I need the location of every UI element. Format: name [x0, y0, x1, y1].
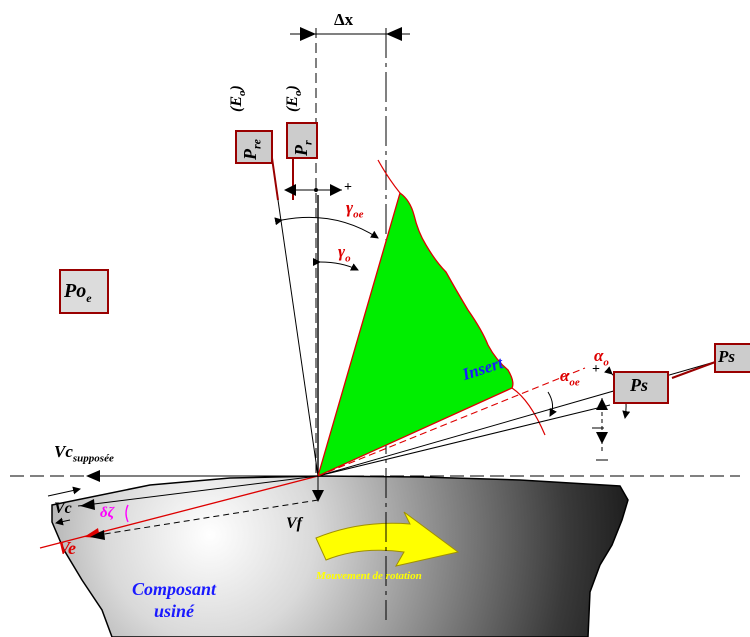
ve-label: Ve — [58, 538, 76, 558]
ps-plane-line — [317, 404, 611, 477]
tag-ps-e — [714, 343, 750, 373]
pre-plane-line — [277, 199, 319, 477]
pre-rotated-text: (Eo) — [228, 85, 249, 112]
tag-po-e — [59, 269, 109, 314]
cutting-insert — [316, 191, 514, 478]
plus-sign-right: + — [592, 362, 600, 377]
tag-pre — [235, 130, 273, 164]
vc-label: Vc — [54, 500, 72, 517]
po-e-label: Poe — [64, 280, 92, 305]
delta-x-dimension — [290, 27, 410, 41]
rotation-label: Mouvement de rotation — [316, 570, 422, 582]
alpha-oe-arc — [547, 391, 557, 417]
ps-label: Ps — [630, 375, 648, 395]
plus-sign-top: + — [344, 180, 352, 195]
pre-tag-text: Pre — [240, 139, 264, 160]
ps-vertical-arrows — [592, 398, 608, 461]
gamma-oe-arc — [274, 216, 379, 239]
red-dashed-reference — [317, 367, 586, 477]
vc-supposee-label: Vcsupposée — [54, 442, 114, 465]
delta-x-label: Δx — [334, 10, 354, 29]
alpha-oe-label: αoe — [560, 366, 580, 389]
tag-pr — [286, 122, 318, 159]
composant-label: Composant usiné — [132, 579, 217, 621]
gamma-oe-label: γoe — [346, 198, 364, 221]
sign-reference-arrows — [284, 184, 342, 196]
pre-eo-label — [226, 12, 256, 82]
rotation-arrow — [315, 511, 460, 567]
alpha-o-label: αo — [594, 346, 609, 369]
gamma-o-label: γo — [338, 242, 351, 265]
tag-ps — [613, 371, 669, 404]
pr-eo-rotated-text: (Eo) — [284, 85, 305, 112]
delta-zeta-label: δζ — [100, 505, 115, 521]
ps-e-label: Ps — [718, 347, 735, 366]
gamma-o-arc — [312, 257, 359, 271]
vc-arrow — [77, 475, 319, 507]
pr-tag-text: Pr — [291, 140, 315, 156]
vf-label: Vf — [286, 515, 302, 532]
vc-supposee-arrow — [86, 470, 318, 482]
delta-zeta-arc — [125, 504, 129, 523]
ve-dashed-arrow — [91, 499, 319, 537]
